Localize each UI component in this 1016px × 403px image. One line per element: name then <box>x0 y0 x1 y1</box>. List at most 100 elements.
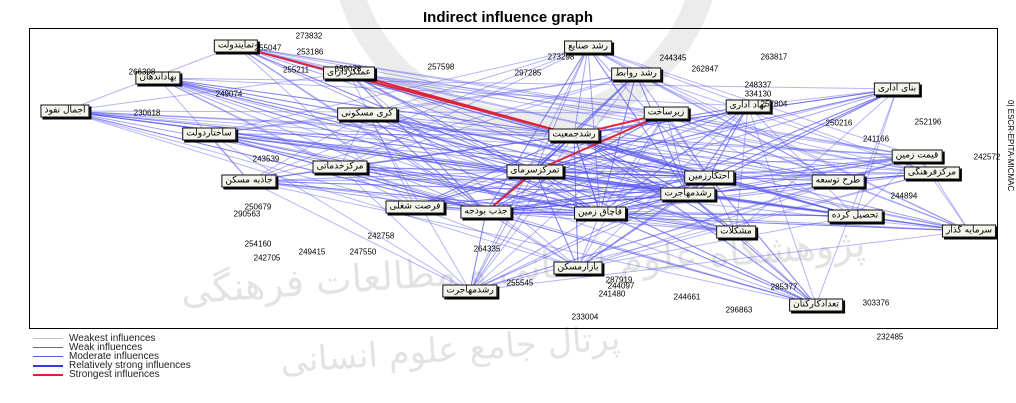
edge-value-label: 242705 <box>253 253 281 263</box>
legend-item: Weakest influences <box>33 333 191 344</box>
edge <box>157 77 341 168</box>
edge <box>339 166 737 233</box>
edge-value-label: 285377 <box>770 282 798 292</box>
node-n8: کری مسکونی <box>337 107 397 121</box>
edge <box>573 134 933 174</box>
edge <box>414 176 710 208</box>
edge <box>208 133 601 214</box>
edge <box>708 176 737 233</box>
edge <box>485 105 749 213</box>
edge-value-label: 242758 <box>367 231 395 241</box>
edge <box>414 134 575 208</box>
edge <box>635 73 839 182</box>
edge <box>573 134 970 232</box>
edge <box>64 110 416 208</box>
edge <box>348 72 416 208</box>
edge-value-label: 243539 <box>252 154 280 164</box>
edge-value-label: 247550 <box>349 247 377 257</box>
node-n20: رشدمهاجرت <box>660 187 716 201</box>
legend: Weakest influences Weak influences Moder… <box>33 333 191 380</box>
edge <box>485 211 970 232</box>
edge <box>64 110 918 157</box>
edge <box>348 72 579 269</box>
edge <box>157 77 601 214</box>
edge <box>469 230 970 292</box>
edge <box>208 133 536 172</box>
node-n22: جذب بودجه <box>460 205 512 219</box>
edge <box>64 110 710 178</box>
edge <box>248 176 710 182</box>
edge <box>64 110 487 213</box>
edge <box>339 166 817 306</box>
edge <box>854 88 898 217</box>
edge <box>469 112 667 292</box>
edge-value-label: 249074 <box>215 89 243 99</box>
edge <box>157 77 689 195</box>
edge <box>573 134 817 306</box>
node-n27: بازارمسکن <box>553 261 603 275</box>
legend-item: Moderate influences <box>33 351 191 362</box>
edge <box>248 113 368 182</box>
edge <box>248 180 487 213</box>
edge <box>248 180 471 292</box>
legend-swatch <box>33 338 63 339</box>
node-n9: نهاد اداری <box>725 99 771 113</box>
edge <box>708 176 817 306</box>
edge <box>485 73 637 213</box>
edge <box>248 180 601 214</box>
edge <box>708 155 918 178</box>
edge <box>366 113 839 182</box>
edge <box>366 113 536 172</box>
edge <box>577 172 933 269</box>
edge <box>366 113 689 195</box>
edge <box>366 113 487 213</box>
edge <box>235 45 918 157</box>
edge <box>208 133 471 292</box>
edge <box>635 73 970 232</box>
edge <box>469 172 933 292</box>
edge <box>348 72 536 172</box>
edge <box>64 110 579 269</box>
edge-value-label: 257804 <box>760 99 788 109</box>
edge-value-label: 244097 <box>607 281 635 291</box>
edge-value-label: 273832 <box>295 31 323 41</box>
edge <box>157 77 689 195</box>
edge <box>534 105 749 172</box>
node-n19: طرح توسعه <box>811 174 865 188</box>
side-label: 0| ESCR-EPITA-MICMAC <box>1006 100 1015 192</box>
edge <box>469 170 536 292</box>
edge <box>485 211 579 269</box>
edge <box>485 170 536 213</box>
edge-value-label: 248337 <box>744 80 772 90</box>
edge <box>485 112 667 213</box>
edge <box>414 193 689 208</box>
node-n4: عملکردارای <box>323 66 375 80</box>
edge <box>348 72 918 157</box>
edge <box>248 180 601 214</box>
edge <box>573 134 737 233</box>
edge <box>366 113 689 195</box>
edge-value-label: 241166 <box>862 134 890 144</box>
edge <box>157 77 749 107</box>
edge <box>573 134 918 157</box>
edge <box>157 77 575 136</box>
node-n25: سرمایه گذار <box>941 224 997 238</box>
edge-value-label: 254160 <box>244 239 272 249</box>
legend-swatch <box>33 347 63 348</box>
edge <box>248 134 575 182</box>
node-n3: بهاداندهان <box>135 71 181 85</box>
edge <box>157 77 601 214</box>
edge <box>485 155 918 213</box>
edge-value-label: 252196 <box>914 117 942 127</box>
edge <box>469 211 487 292</box>
node-n28: رشدمهاجرت <box>442 284 498 298</box>
edge <box>708 176 817 306</box>
edge <box>366 46 589 115</box>
node-n16: مرکزفرهنگی <box>903 166 961 180</box>
edge <box>599 212 970 232</box>
edge <box>157 77 737 233</box>
edge <box>157 77 817 306</box>
edge <box>64 110 839 182</box>
edge-value-label: 255047 <box>254 43 282 53</box>
edge-value-label: 273298 <box>547 52 575 62</box>
